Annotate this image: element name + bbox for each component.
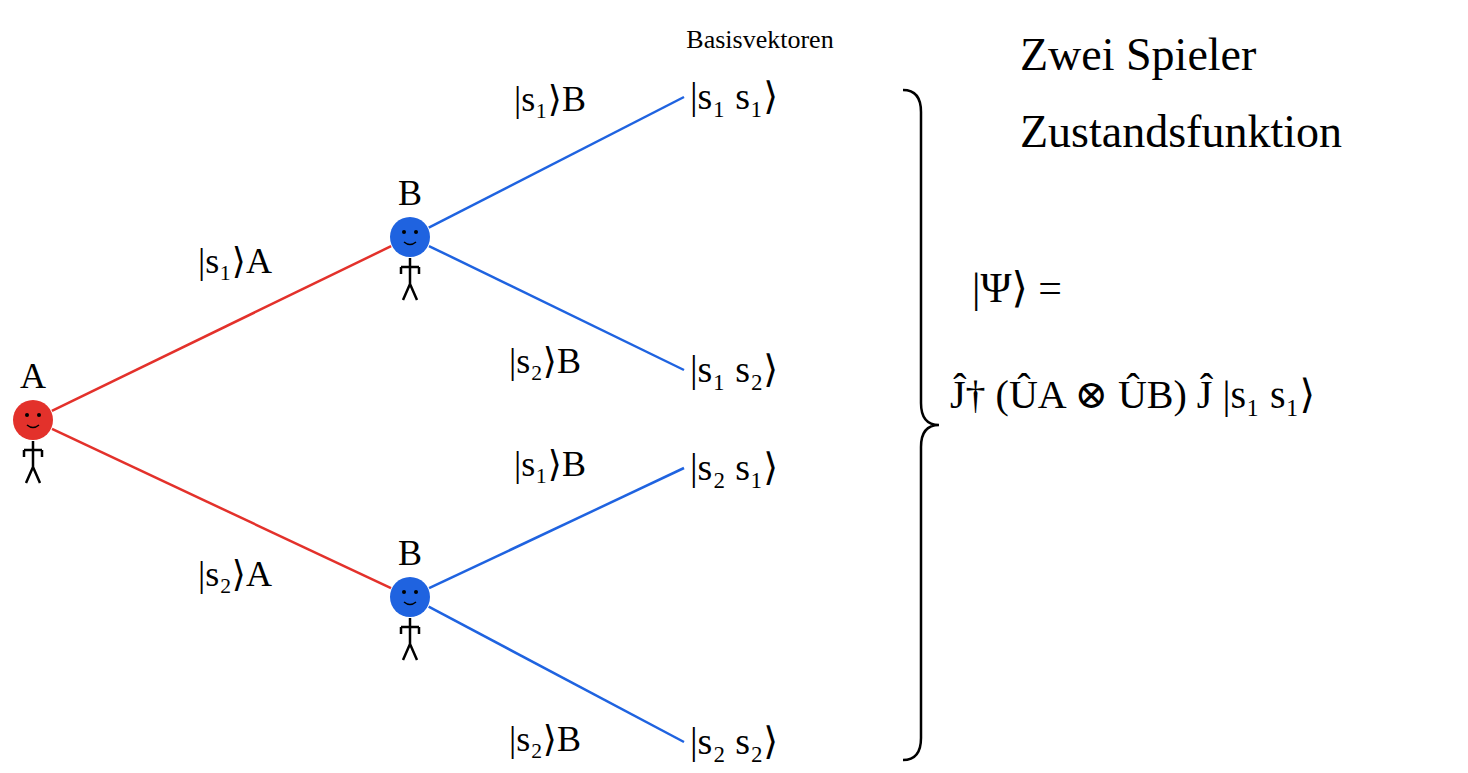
player-figure xyxy=(389,576,431,618)
player-label-wrap: B xyxy=(398,175,422,211)
branch-label-wrap: |s₁⟩A xyxy=(195,242,275,282)
eye xyxy=(414,230,418,234)
branch-label-wrap: |s₂⟩B xyxy=(506,342,584,382)
eye xyxy=(402,590,406,594)
player-name: B xyxy=(398,535,422,571)
basis-vector: |s₁ s₂⟩ xyxy=(690,348,778,392)
strategy-label: |s₂⟩B xyxy=(506,719,584,759)
branch-label-wrap: |s₁⟩B xyxy=(511,80,589,120)
player-node: B xyxy=(389,576,431,618)
smile xyxy=(404,242,416,245)
basis-vector: |s₂ s₂⟩ xyxy=(690,720,778,764)
basis-vector: |s₁ s₁⟩ xyxy=(690,75,778,119)
eye xyxy=(402,230,406,234)
smile xyxy=(27,425,39,428)
formula-text: |Ψ⟩ = xyxy=(972,265,1062,311)
basis-vector: |s₂ s₁⟩ xyxy=(690,446,778,490)
player-head xyxy=(390,577,430,617)
strategy-label: |s₁⟩B xyxy=(511,79,589,119)
curly-brace xyxy=(903,90,939,760)
formula-text: Ĵ† (ÛA ⊗ ÛB) Ĵ |s₁ s₁⟩ xyxy=(950,372,1315,417)
heading-text: Zustandsfunktion xyxy=(1020,106,1342,157)
basis-ket: |s₁ s₂⟩ xyxy=(690,348,778,392)
stick-body xyxy=(401,258,419,300)
strategy-label: |s₂⟩B xyxy=(506,341,584,381)
player-label-wrap: B xyxy=(398,535,422,571)
strategy-label: |s₂⟩A xyxy=(195,554,275,594)
label-wrap: Zustandsfunktion xyxy=(1020,107,1342,158)
title-wrap: Basisvektoren xyxy=(686,26,833,55)
diagram-title: Basisvektoren xyxy=(686,25,833,54)
label-wrap: Ĵ† (ÛA ⊗ ÛB) Ĵ |s₁ s₁⟩ xyxy=(950,373,1315,417)
branch-label-wrap: |s₁⟩B xyxy=(511,445,589,485)
smile xyxy=(404,602,416,605)
stick-body xyxy=(401,618,419,660)
basis-ket: |s₁ s₁⟩ xyxy=(690,75,778,119)
player-node: A xyxy=(12,399,54,441)
branch-label-wrap: |s₂⟩B xyxy=(506,720,584,760)
game-branch xyxy=(429,468,684,588)
strategy-label: |s₁⟩A xyxy=(195,241,275,281)
basis-ket: |s₂ s₂⟩ xyxy=(690,720,778,764)
heading-text: Zwei Spieler xyxy=(1020,29,1256,80)
player-head xyxy=(390,217,430,257)
player-figure xyxy=(12,399,54,441)
player-head xyxy=(13,400,53,440)
strategy-label: |s₁⟩B xyxy=(511,444,589,484)
label-wrap: Zwei Spieler xyxy=(1020,30,1256,81)
eye xyxy=(25,413,29,417)
eye xyxy=(414,590,418,594)
player-node: B xyxy=(389,216,431,258)
stick-body xyxy=(24,441,42,483)
player-name: B xyxy=(398,175,422,211)
eye xyxy=(37,413,41,417)
basis-ket: |s₂ s₁⟩ xyxy=(690,446,778,490)
label-wrap: |Ψ⟩ = xyxy=(972,265,1062,311)
player-figure xyxy=(389,216,431,258)
branch-label-wrap: |s₂⟩A xyxy=(195,555,275,595)
player-label-wrap: A xyxy=(20,358,46,394)
player-name: A xyxy=(20,358,46,394)
